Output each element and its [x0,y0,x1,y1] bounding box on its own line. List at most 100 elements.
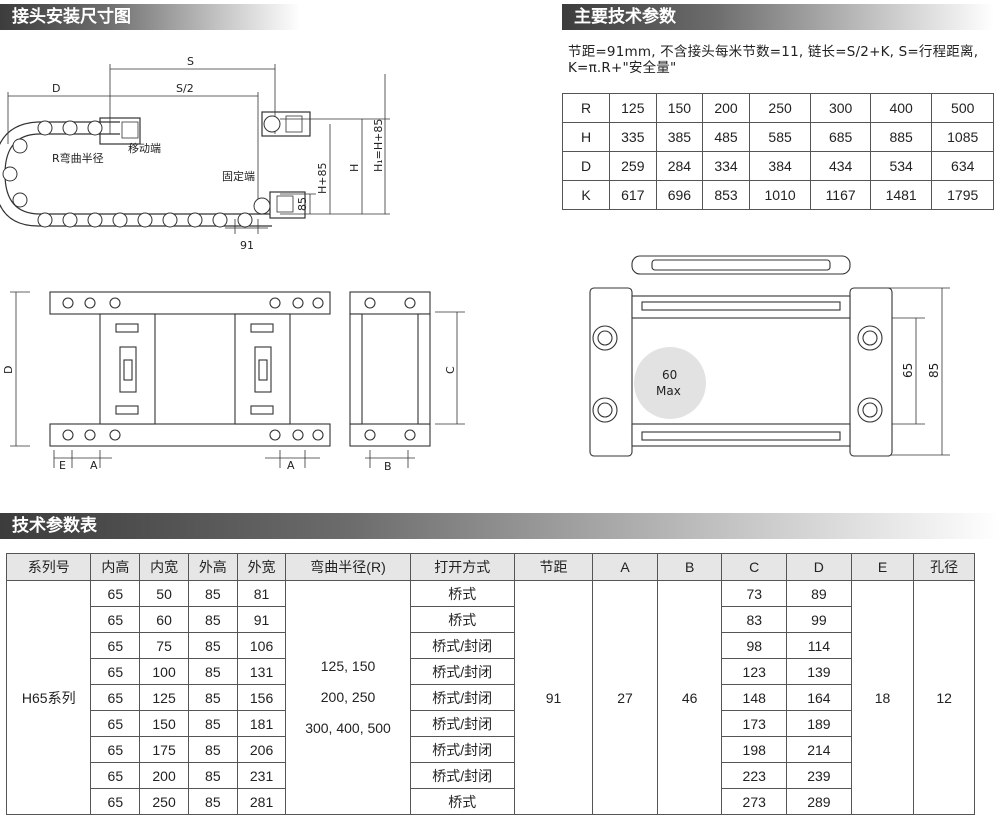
dim-d-cell: 289 [786,788,852,815]
param-cell: 300 [810,93,871,123]
spec-header-cell: 孔径 [913,553,975,581]
inner-height-cell: 65 [90,710,141,737]
dim-c-cell: 73 [721,580,788,607]
param-cell: 1167 [810,180,871,210]
param-cell: 200 [702,93,750,123]
param-cell: 853 [702,180,750,210]
dim-d-cell: 114 [786,632,852,659]
inner-width-cell: 50 [139,580,189,607]
spec-header-cell: B [656,553,723,581]
outer-width-cell: 91 [236,606,287,633]
max-size-word: Max [656,384,681,398]
open-type-cell: 桥式 [409,788,515,815]
open-type-cell: 桥式/封闭 [409,684,515,711]
spec-header-cell: 节距 [513,553,594,581]
inner-height-cell: 65 [90,580,141,607]
param-cell: 1085 [931,122,994,152]
outer-width-cell: 181 [236,710,287,737]
param-cell: 125 [609,93,657,123]
dim-c-cell: 173 [721,710,788,737]
spec-header-cell: 打开方式 [409,553,515,581]
bend-radius-line: 200, 250 [320,689,376,705]
outer-width-cell: 231 [236,762,287,789]
inner-height-cell: 65 [90,736,141,763]
section-title-main-params: 主要技术参数 [562,4,994,30]
pitch-cell: 91 [513,580,594,815]
dim-s-label: S [187,55,194,68]
dim-c-cell: 83 [721,606,788,633]
spec-header-cell: E [850,553,915,581]
inner-width-cell: 175 [139,736,189,763]
inner-height-cell: 65 [90,788,141,815]
bend-radius-line: 125, 150 [320,658,376,674]
inner-height-cell: 65 [90,684,141,711]
param-cell: 696 [655,180,704,210]
max-size-number: 60 [662,368,677,382]
bend-radius-label: R弯曲半径 [52,151,104,165]
cross-section-drawing: 60 Max 65 85 [589,255,950,457]
max-size-circle [634,347,706,419]
open-type-cell: 桥式/封闭 [409,632,515,659]
section-title-spec-table: 技术参数表 [0,513,1000,539]
inner-width-cell: 60 [139,606,189,633]
param-cell: 334 [702,151,750,181]
series-cell: H65系列 [5,580,92,815]
dim-b-label: B [384,460,392,473]
inner-width-cell: 100 [139,658,189,685]
dim-d-cell: 189 [786,710,852,737]
inner-width-cell: 250 [139,788,189,815]
outer-height-cell: 85 [187,580,238,607]
spec-header-cell: 系列号 [5,553,92,581]
dim-c-label: C [444,366,457,374]
chain-install-drawing: S S/2 D R弯曲半径 移动端 固定端 91 85 H+85 H H₁=H+… [0,55,390,252]
param-cell: 485 [702,122,750,152]
dim-c-cell: 273 [721,788,788,815]
param-cell: 617 [609,180,657,210]
dim-h-label: H [348,164,361,172]
inner-width-cell: 150 [139,710,189,737]
dim-d-cell: 89 [786,580,852,607]
spec-header-cell: A [592,553,658,581]
inner-width-cell: 75 [139,632,189,659]
outer-height-cell: 85 [187,684,238,711]
param-cell: 335 [609,122,657,152]
outer-width-cell: 131 [236,658,287,685]
param-cell: 400 [869,93,933,123]
dim-85-right-label: 85 [927,363,941,378]
dim-b-cell: 46 [656,580,723,815]
param-cell: 1010 [748,180,812,210]
inner-height-cell: 65 [90,762,141,789]
fixed-end-label: 固定端 [222,169,255,183]
spec-header-cell: 外宽 [236,553,287,581]
dim-h1-label: H₁=H+85 [372,119,385,172]
dim-c-cell: 198 [721,736,788,763]
dim-h-plus-85-label: H+85 [316,163,329,195]
dim-s-half-label: S/2 [176,82,194,95]
open-type-cell: 桥式/封闭 [409,736,515,763]
dim-d-label: D [52,82,60,95]
link-top-view-drawing: D E A A [2,291,331,472]
dim-e-label: E [59,459,66,472]
param-cell: 150 [655,93,704,123]
dim-85-label: 85 [296,197,309,211]
outer-height-cell: 85 [187,710,238,737]
param-cell: 685 [810,122,871,152]
param-cell: 384 [748,151,812,181]
spec-header-cell: 弯曲半径(R) [285,553,411,581]
dim-c-cell: 98 [721,632,788,659]
spec-header-cell: 内高 [90,553,141,581]
outer-height-cell: 85 [187,762,238,789]
outer-width-cell: 281 [236,788,287,815]
moving-end-label: 移动端 [128,142,161,155]
param-row-label: H [562,122,610,152]
